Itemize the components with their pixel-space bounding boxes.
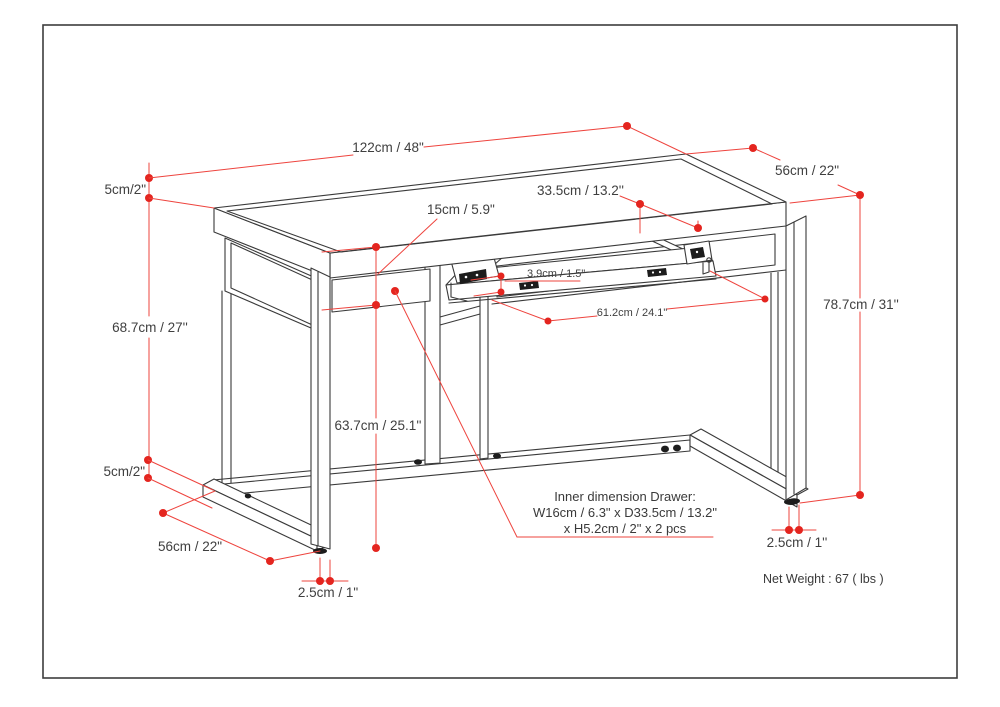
screw-hole-icon <box>695 250 699 254</box>
dim-label-overall-height: 78.7cm / 31'' <box>823 297 899 312</box>
screw-hole-icon <box>475 273 479 277</box>
front-left-leg <box>310 267 331 550</box>
dim-dot <box>856 491 864 499</box>
dim-label-base-thickness: 5cm/2" <box>103 464 145 479</box>
stretcher-hole-icon <box>673 444 681 452</box>
dim-dot <box>636 200 644 208</box>
net-weight-label: Net Weight : 67 ( lbs ) <box>763 572 884 586</box>
dim-line-tray-width <box>491 270 766 322</box>
screw-hole-icon <box>658 270 662 274</box>
tower-right-panel <box>479 288 489 460</box>
dim-dot <box>544 317 552 325</box>
dimension-annotations <box>144 122 864 585</box>
dim-label-leg-thickness-right: 2.5cm / 1'' <box>767 535 828 550</box>
dim-dot <box>497 272 505 280</box>
dim-dot <box>372 301 380 309</box>
tray-support <box>702 261 710 275</box>
dim-line-top-depth <box>685 147 861 196</box>
dim-leader <box>147 459 214 509</box>
dim-label-tray-depth: 33.5cm / 13.2'' <box>537 183 624 198</box>
screw-hole-icon <box>651 271 655 274</box>
dim-line-tray-thickness <box>470 275 581 297</box>
apron-bottom-right <box>491 269 787 305</box>
right-runner-face <box>689 434 798 508</box>
dim-label-top-thickness: 5cm/2" <box>104 182 146 197</box>
dim-dot <box>266 557 274 565</box>
dim-dot <box>785 526 793 534</box>
dim-dot <box>372 544 380 552</box>
dim-label-side-height: 68.7cm / 27'' <box>112 320 188 335</box>
left-drawer-front <box>331 268 431 313</box>
dim-label-apron-height: 15cm / 5.9" <box>427 202 495 217</box>
desktop-inner-rim <box>226 158 773 253</box>
rear-left-leg <box>221 289 232 487</box>
note-leader <box>394 290 714 538</box>
dim-dot <box>372 243 380 251</box>
dim-line-top-width <box>148 125 687 179</box>
dim-dot <box>623 122 631 130</box>
stretcher-hole-icon <box>661 445 669 453</box>
dimension-labels: 122cm / 48" 56cm / 22" 5cm/2" 68.7cm / 2… <box>103 140 898 600</box>
dim-label-tray-width: 61.2cm / 24.1" <box>597 307 668 319</box>
dim-label-knee-clearance: 63.7cm / 25.1'' <box>335 418 422 433</box>
dim-leader <box>148 197 215 209</box>
screw-hole-icon <box>523 284 527 287</box>
dim-label-top-depth: 56cm / 22" <box>775 163 839 178</box>
tray-left-step <box>450 282 468 302</box>
dim-dot <box>749 144 757 152</box>
dim-line-tray-depth <box>619 195 699 234</box>
dim-line-knee <box>321 246 377 549</box>
keyboard-tray-bottom-edge <box>448 278 717 304</box>
stretcher-top-edge <box>212 434 691 481</box>
desk-line-art <box>202 153 809 554</box>
dim-line-base-depth <box>162 490 321 562</box>
dim-dot <box>761 295 769 303</box>
front-right-leg <box>785 215 807 501</box>
foot-glide-icon <box>414 459 422 465</box>
dim-dot <box>856 191 864 199</box>
dim-label-tray-thickness: 3.9cm / 1.5" <box>527 268 585 280</box>
dim-dot <box>795 526 803 534</box>
foot-glide-icon <box>493 453 501 459</box>
drawer-note-line2: W16cm / 6.3" x D33.5cm / 13.2" <box>533 505 717 520</box>
drawer-note-line3: x H5.2cm / 2" x 2 pcs <box>564 521 687 536</box>
dim-leader-apron <box>377 218 438 275</box>
dim-dot <box>497 288 505 296</box>
tray-left-slide-bracket-icon <box>459 269 487 284</box>
drawer-note-line1: Inner dimension Drawer: <box>554 489 696 504</box>
rear-right-leg <box>770 251 779 485</box>
screw-hole-icon <box>464 275 468 279</box>
tower-rail <box>439 305 481 326</box>
dim-label-leg-thickness-center: 2.5cm / 1" <box>298 585 359 600</box>
desktop-surface <box>213 153 787 254</box>
screw-hole-icon <box>530 283 534 287</box>
dim-dot <box>159 509 167 517</box>
dim-dot <box>326 577 334 585</box>
dim-dot <box>316 577 324 585</box>
tray-clip-icon <box>647 268 667 277</box>
left-glide-icon <box>244 493 252 499</box>
dim-label-top-width: 122cm / 48" <box>352 140 424 155</box>
dim-dot <box>694 224 702 232</box>
right-foot-pad-icon <box>788 498 800 504</box>
tray-clip-icon <box>519 281 539 290</box>
dim-line-overall-height <box>789 194 861 504</box>
dim-label-base-depth: 56cm / 22" <box>158 539 222 554</box>
